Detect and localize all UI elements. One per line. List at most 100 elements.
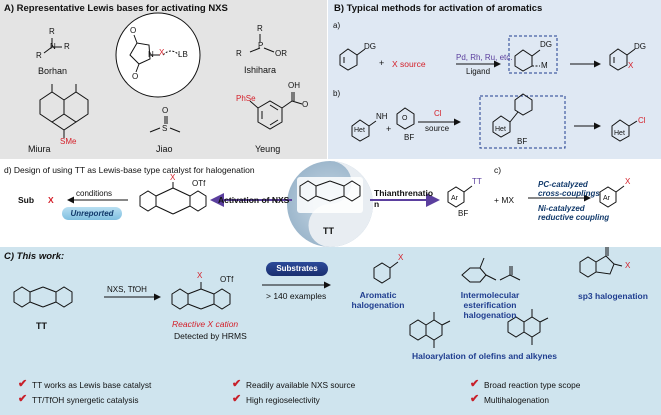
row-a-ligand: Ligand <box>466 67 491 76</box>
ishihara-label: Ishihara <box>244 65 277 75</box>
yeung-oh: OH <box>288 81 300 90</box>
succinimide-n: N <box>148 50 154 59</box>
row-a-catalysts: Pd, Rh, Ru, etc. <box>456 53 513 62</box>
d-unreported-pill: Unreported <box>62 207 122 220</box>
row-a-int-m: M <box>541 61 548 70</box>
c-substrates-label: Substrates <box>276 264 318 273</box>
panel-d-structures <box>67 182 292 215</box>
ishihara-r1o: R <box>236 49 242 58</box>
c-aromatic: Aromatic halogenation <box>351 290 405 310</box>
d-activation: Activation of NXS <box>218 195 290 205</box>
d-otf: OTf <box>192 179 206 188</box>
row-a-plus: + <box>379 58 385 68</box>
check-icon: ✔ <box>18 378 28 390</box>
panel-a-title: A) Representative Lewis bases for activa… <box>4 3 228 14</box>
row-b-bf4: BF <box>404 133 415 142</box>
row-a-tag: a) <box>333 21 341 30</box>
jiao-o: O <box>162 106 169 115</box>
jiao-s: S <box>162 124 168 133</box>
c-thianthrenation: Thianthrenatio n <box>374 188 434 209</box>
d-cation-x: X <box>170 173 176 182</box>
panel-b-row-b <box>351 93 638 149</box>
d-unreported-label: Unreported <box>70 209 114 218</box>
c-intermolecular: Intermolecular esterification halogenati… <box>460 290 520 320</box>
check-icon: ✔ <box>18 393 28 405</box>
row-a-prod-x: X <box>628 61 634 70</box>
row-b-plus: + <box>386 124 392 134</box>
c-otf: OTf <box>220 275 234 284</box>
row-b-source: source <box>425 124 450 133</box>
c-bf4: BF <box>458 209 469 218</box>
succinimide-o2: O <box>132 72 139 81</box>
row-a-int-dg: DG <box>540 40 552 49</box>
c-hrms: Detected by HRMS <box>174 331 247 341</box>
c-tt: TT <box>472 177 482 186</box>
panel-c-title: C) This work: <box>4 251 65 262</box>
c-tt-label: TT <box>36 321 47 331</box>
borhan-r3: R <box>64 42 70 51</box>
borhan-r1: R <box>49 27 55 36</box>
panel-c-small-title: c) <box>494 165 502 175</box>
feature-2: TT/TfOH synergetic catalysis <box>32 395 139 405</box>
panel-b-title: B) Typical methods for activation of aro… <box>334 3 543 14</box>
succinimide-lb: LB <box>178 50 188 59</box>
tt-center-emblem <box>287 161 373 247</box>
c-sp3: sp3 halogenation <box>578 291 648 301</box>
panel-b-row-a <box>339 35 636 74</box>
c-prod-x: X <box>625 177 631 186</box>
ishihara-r3: R <box>257 24 263 33</box>
feature-4: High regioselectivity <box>246 395 320 405</box>
borhan-structure <box>43 38 62 54</box>
check-icon: ✔ <box>232 393 242 405</box>
row-b-int-bf4: BF <box>517 137 528 146</box>
panel-c: C) This work: <box>0 247 661 415</box>
c-sp3-x: X <box>625 261 631 270</box>
c-mx: + MX <box>494 195 515 205</box>
row-b-nh2: NH <box>376 112 388 121</box>
row-b-cl-ion: Cl <box>434 109 442 118</box>
succinimide-structure <box>115 12 201 98</box>
c-reactive: Reactive X cation <box>172 319 239 329</box>
ishihara-structure <box>249 34 275 53</box>
d-product-sub: Sub <box>18 195 35 205</box>
c-ni: Ni-catalyzed reductive coupling <box>538 204 610 222</box>
jiao-structure <box>149 116 181 133</box>
feature-3: Readily available NXS source <box>246 380 356 390</box>
row-b-int-het: Het <box>495 126 506 133</box>
ishihara-p: P <box>258 41 264 50</box>
c-cation-x: X <box>197 271 203 280</box>
panel-d-title: d) Design of using TT as Lewis-base type… <box>4 165 255 175</box>
row-b-het: Het <box>354 127 365 134</box>
yeung-o: O <box>302 100 309 109</box>
succinimide-x: X <box>159 48 165 57</box>
yeung-label: Yeung <box>255 144 281 154</box>
row-a-dg: DG <box>364 42 376 51</box>
c-reagents: NXS, TfOH <box>107 285 147 294</box>
row-b-prod-het: Het <box>614 130 625 137</box>
succinimide-o1: O <box>130 26 137 35</box>
miura-label: Miura <box>28 144 51 154</box>
check-icon: ✔ <box>470 393 480 405</box>
yeung-phse: PhSe <box>236 94 256 103</box>
c-examples: > 140 examples <box>266 291 327 301</box>
borhan-label: Borhan <box>38 66 68 76</box>
c-haloarylation: Haloarylation of olefins and alkynes <box>412 351 558 361</box>
c-prod-ar: Ar <box>603 195 610 202</box>
c-pc: PC-catalyzed cross-couplings <box>538 180 600 198</box>
check-icon: ✔ <box>232 378 242 390</box>
panel-c-structures <box>13 247 623 348</box>
c-ar: Ar <box>451 195 458 202</box>
d-product-x: X <box>48 195 54 205</box>
panel-c-small-structures <box>370 185 625 208</box>
tt-center-label: TT <box>323 226 334 236</box>
borhan-r2: R <box>36 51 42 60</box>
feature-6: Multihalogenation <box>484 395 550 405</box>
yeung-structure <box>249 92 303 130</box>
borhan-n: N <box>50 42 56 51</box>
d-conditions: conditions <box>76 189 113 198</box>
row-b-prod-cl: Cl <box>638 116 646 125</box>
c-substrates-pill: Substrates <box>266 262 328 276</box>
row-a-prod-dg: DG <box>634 42 646 51</box>
